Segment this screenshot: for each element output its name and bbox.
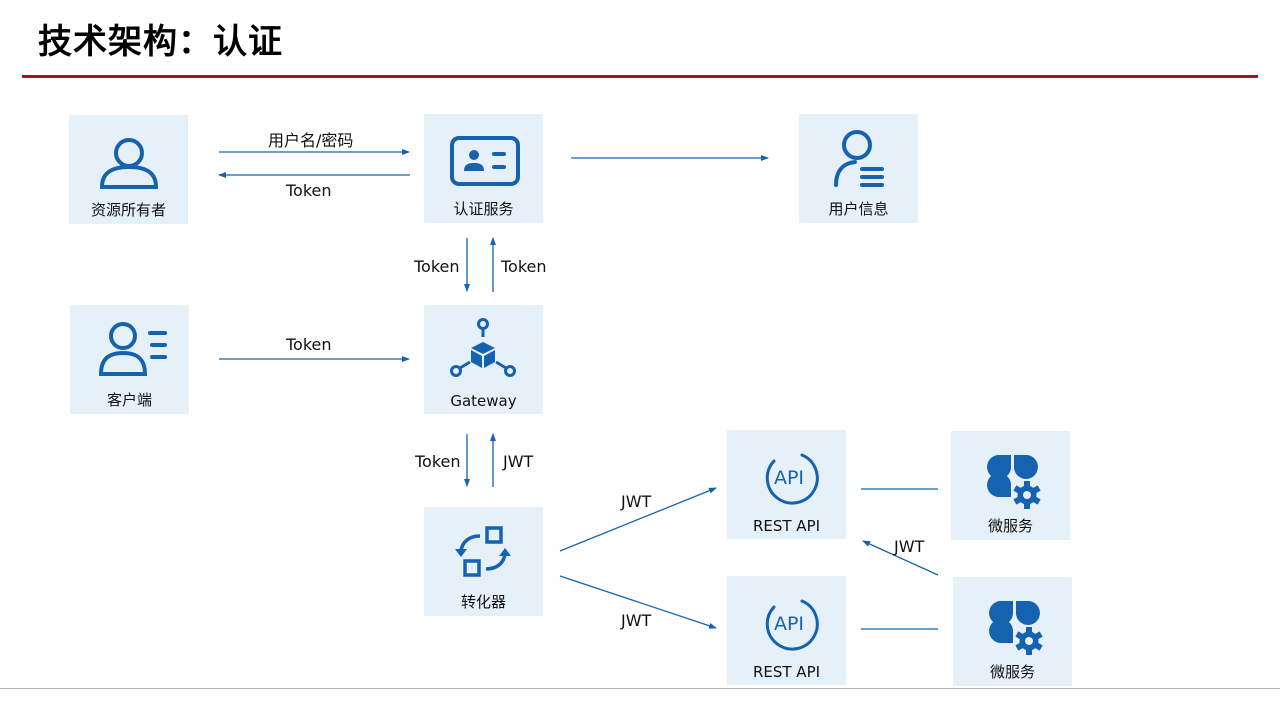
node-rest-api-top: API REST API [727, 430, 846, 539]
node-label: 认证服务 [453, 200, 514, 218]
cube-network-icon [450, 318, 516, 377]
node-converter: 转化器 [424, 507, 543, 616]
edge-label-credentials: 用户名/密码 [268, 131, 354, 150]
edge-label-token-to-converter: Token [415, 452, 461, 471]
node-label: REST API [752, 517, 821, 535]
edge-label-jwt-ms: JWT [894, 537, 925, 556]
service-gear-icon [987, 455, 1041, 509]
service-gear-icon [989, 601, 1043, 655]
node-label: 资源所有者 [90, 201, 166, 219]
title-divider [22, 75, 1258, 78]
node-label: 用户信息 [828, 200, 889, 218]
node-auth-service: 认证服务 [424, 114, 543, 223]
node-label: Gateway [450, 392, 517, 410]
node-microservice-top: 微服务 [951, 431, 1070, 540]
node-label: 转化器 [460, 593, 506, 611]
node-rest-api-bottom: API REST API [727, 576, 846, 685]
node-label: 微服务 [987, 517, 1033, 535]
node-resource-owner: 资源所有者 [69, 115, 188, 224]
node-gateway: Gateway [424, 305, 543, 414]
node-label: 客户端 [106, 391, 152, 409]
edge-label-jwt-to-gateway: JWT [503, 452, 534, 471]
footer-divider [0, 688, 1280, 689]
edge-label-jwt-api-bottom: JWT [621, 611, 652, 630]
node-label: 微服务 [989, 663, 1035, 681]
edge-label-client-token: Token [286, 335, 332, 354]
edge-label-token-up: Token [501, 257, 547, 276]
edge-label-jwt-api-top: JWT [621, 492, 652, 511]
api-badge-text: API [774, 613, 804, 635]
api-icon: API [765, 453, 819, 505]
user-list-icon [834, 130, 884, 187]
user-menu-icon [98, 322, 167, 376]
api-badge-text: API [774, 467, 804, 489]
node-client: 客户端 [70, 305, 189, 414]
transform-icon [455, 526, 511, 577]
edge-label-token-down: Token [414, 257, 460, 276]
node-label: REST API [752, 663, 821, 681]
user-icon [99, 138, 159, 189]
node-user-info: 用户信息 [799, 114, 918, 223]
api-icon: API [765, 599, 819, 651]
node-microservice-bottom: 微服务 [953, 577, 1072, 686]
id-card-icon [450, 136, 520, 186]
edge-label-token-to-owner: Token [286, 181, 332, 200]
page-title: 技术架构：认证 [38, 22, 283, 62]
